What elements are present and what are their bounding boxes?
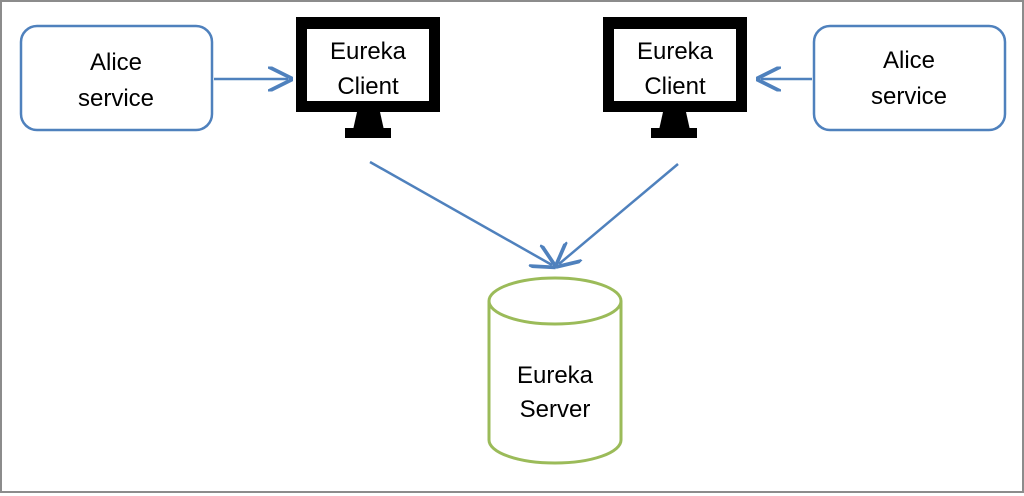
eureka-server-label-line1: Eureka — [517, 362, 594, 389]
right-eureka-client-label-line1: Eureka — [637, 38, 714, 65]
right-alice-service-node: Alice service — [812, 24, 1007, 132]
left-alice-service-label-line1: Alice — [90, 49, 142, 76]
right-alice-service-label-line2: service — [871, 83, 947, 110]
right-eureka-client-monitor-icon: Eureka Client — [603, 17, 747, 138]
left-alice-service-label-line2: service — [78, 85, 154, 112]
left-eureka-client-label-line1: Eureka — [330, 38, 407, 65]
left-eureka-client-monitor-icon: Eureka Client — [296, 17, 440, 138]
left-alice-service-node: Alice service — [19, 24, 214, 132]
eureka-server-label-line2: Server — [520, 396, 591, 423]
eureka-server-database-icon: Eureka Server — [487, 276, 623, 465]
left-eureka-client-label-line2: Client — [337, 73, 399, 100]
arrow-left-client-to-server — [369, 160, 552, 265]
right-eureka-client-label-line2: Client — [644, 73, 706, 100]
right-alice-service-label-line1: Alice — [883, 47, 935, 74]
arrow-right-client-to-server — [559, 163, 679, 264]
